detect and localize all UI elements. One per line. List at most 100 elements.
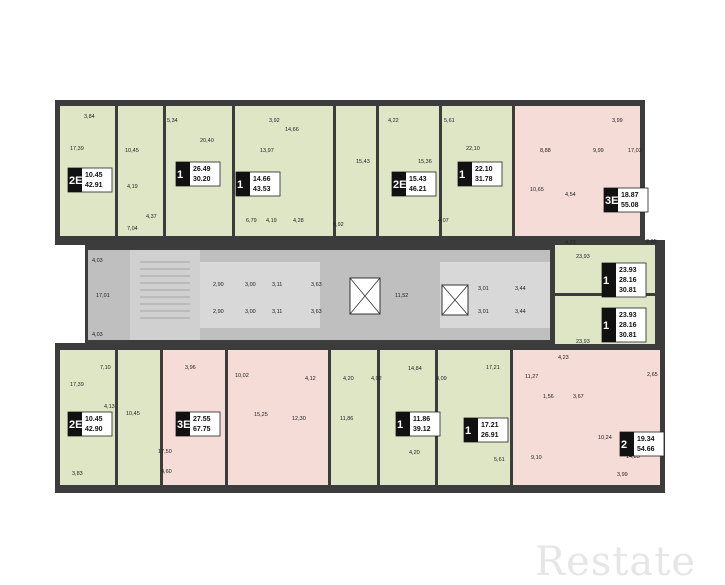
room-label-top: 17,39 [70,146,84,152]
badge-value: 46.21 [409,186,427,193]
badge-rooms-bg [604,188,618,212]
unit-top-3b[interactable] [336,106,376,236]
unit-bot-4[interactable] [438,350,510,485]
badge-rooms-bg [458,162,472,186]
unit-top-4[interactable] [379,106,439,236]
room-label-top: 22,10 [466,146,480,152]
unit-top-2a[interactable] [118,106,163,236]
badge-value: 11.86 [413,416,430,423]
room-label-top: 14,66 [285,127,299,133]
badge-rooms-bg [396,412,410,436]
badge-rooms-bg [620,432,634,456]
badge-rooms-bg [602,308,616,342]
room-label-top: 8,88 [540,148,551,154]
badge-rooms: 1 [237,179,243,191]
badge-rooms: 1 [459,169,465,181]
badge-value: 55.08 [621,202,639,209]
room-label-bottom: 14,83 [626,454,640,460]
unit-bot-2c[interactable] [331,350,377,485]
shafts-block [200,262,320,328]
badge-rooms: 2E [69,175,82,187]
room-label-top: 6,92 [333,222,344,228]
badge-rooms: 2 [621,439,627,451]
room-label-top: 10,65 [530,187,544,193]
room-label-top: 20,40 [200,138,214,144]
badge-rooms: 3E [605,195,618,207]
unit-bot-5[interactable] [513,350,660,485]
badge-value: 10.45 [85,416,103,423]
room-label-top: 9,99 [593,148,604,154]
corridor [88,250,550,340]
room-label-bottom: 10,45 [126,411,140,417]
badge-value: 19.34 [637,436,655,443]
room-label-top: 4,23 [565,240,576,246]
room-label-top: 13,97 [260,148,274,154]
room-label-bottom: 4,02 [371,376,382,382]
badge-rooms: 2E [69,419,82,431]
room-label-top: 10,45 [125,148,139,154]
badge-value: 30.81 [619,287,637,294]
badge-value: 31.78 [475,176,493,183]
badge-rooms: 1 [397,419,403,431]
room-label-bottom: 10,24 [598,435,612,441]
room-label-top: 3,84 [84,114,95,120]
room-label-bottom: 4,20 [409,450,420,456]
unit-bot-1b[interactable] [118,350,160,485]
badge-rooms-bg [236,172,250,196]
badge-value: 26.49 [193,166,211,173]
room-label-top: 4,54 [565,192,576,198]
room-label-top: 4,19 [127,184,138,190]
room-label-corridor: 23,93 [576,339,590,345]
unit-top-3[interactable] [235,106,333,236]
room-label-bottom: 4,13 [104,404,115,410]
room-label-top: 4,28 [293,218,304,224]
room-label-bottom: 3,99 [617,472,628,478]
badge-value: 28.16 [619,322,637,329]
badge-rooms-bg [176,162,190,186]
badge-value: 67.75 [193,426,211,433]
stair-treads [140,261,190,319]
room-label-corridor: 3,44 [515,309,526,315]
badge-rooms: 2E [393,179,406,191]
room-label-corridor: 17,01 [96,293,110,299]
badge-value: 30.81 [619,332,637,339]
badge-rooms: 3E [177,419,190,431]
unit-bot-2[interactable] [228,350,328,485]
room-label-corridor: 2,90 [213,282,224,288]
room-label-top: 5,61 [444,118,455,124]
apartment-badge-bottom[interactable]: 2 19.34 54.66 [619,431,665,457]
room-label-corridor: 3,00 [245,309,256,315]
room-label-corridor: 2,90 [213,309,224,315]
room-label-corridor: 4,03 [92,258,103,264]
stairwell [130,250,200,340]
badge-rooms: 1 [465,425,471,437]
badge-value: 42.90 [85,426,103,433]
room-label-corridor: 3,44 [515,286,526,292]
room-label-top: 3,92 [269,118,280,124]
room-label-corridor: 3,00 [245,282,256,288]
room-label-bottom: 9,10 [531,455,542,461]
room-label-bottom: 3,83 [72,471,83,477]
room-label-bottom: 3,96 [185,365,196,371]
badge-rooms: 1 [177,169,183,181]
unit-top-6[interactable] [515,106,640,236]
room-label-bottom: 17,21 [486,365,500,371]
badge-value: 54.66 [637,446,655,453]
room-label-bottom: 4,20 [343,376,354,382]
room-label-top: 17,03 [628,148,642,154]
